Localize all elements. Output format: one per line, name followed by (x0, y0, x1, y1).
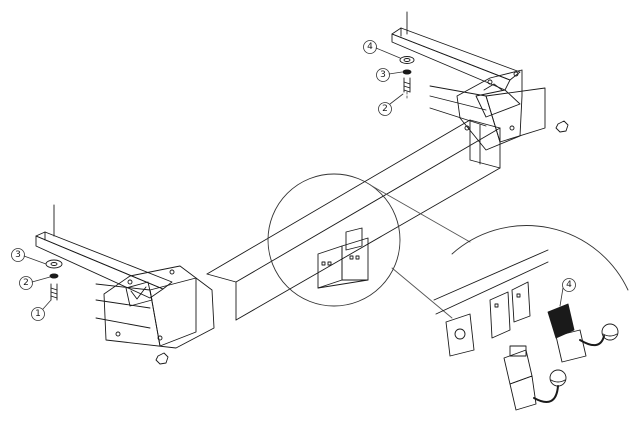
callout-detail-towball: 4 (566, 280, 572, 290)
left-mounting-arm (35, 204, 173, 299)
right-nut (555, 120, 569, 133)
right-fastener-stack (399, 56, 415, 101)
left-bracket-plate (103, 265, 215, 349)
callout-ring (19, 276, 33, 290)
callout-left-washer-large: 3 (15, 250, 21, 260)
left-fastener-stack (45, 259, 63, 301)
callout-ring (562, 278, 576, 292)
left-nut (155, 352, 169, 365)
callout-ring (11, 248, 25, 262)
towball-detachable (547, 303, 619, 363)
right-mounting-arm (391, 11, 521, 91)
callout-right-bolt: 2 (382, 104, 388, 114)
callout-ring (363, 40, 377, 54)
callout-left-washer-small: 2 (23, 278, 29, 288)
cross-beam (206, 119, 501, 321)
callout-ring (376, 68, 390, 82)
callout-ring (378, 102, 392, 116)
detail-view (433, 225, 629, 357)
magnifier-circle-icon (267, 173, 471, 319)
callout-right-washer-large: 4 (367, 42, 373, 52)
callout-ring (31, 307, 45, 321)
callout-right-washer-small: 3 (380, 70, 386, 80)
callout-left-bolt: 1 (35, 309, 41, 319)
center-bracket (317, 227, 369, 289)
left-box-section (95, 277, 197, 347)
towball-mounted (503, 345, 567, 411)
